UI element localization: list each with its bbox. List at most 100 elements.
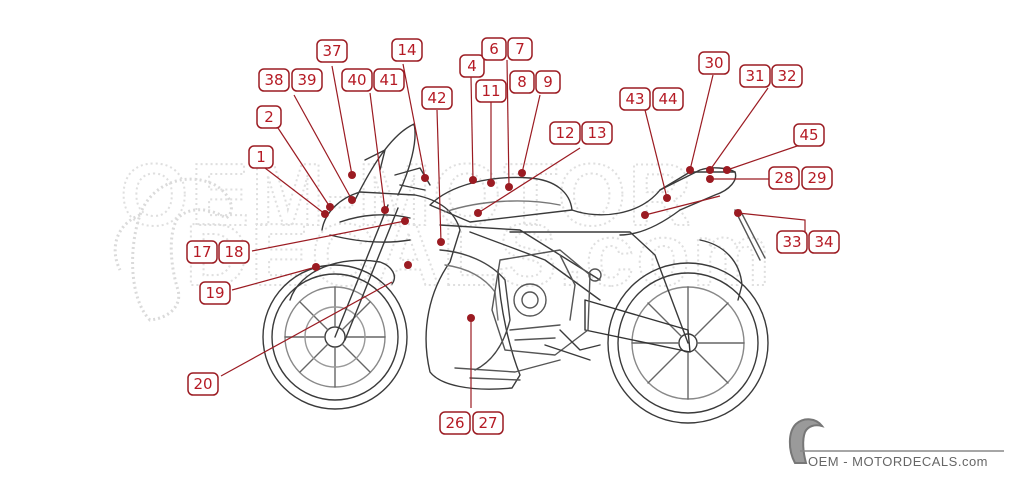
callout-28-29[interactable]: 28 29: [768, 166, 833, 190]
callout-45[interactable]: 45: [793, 123, 825, 147]
callout-label: 19: [205, 284, 224, 302]
callout-30[interactable]: 30: [698, 51, 730, 75]
target-dot: [312, 263, 320, 271]
target-dot: [469, 176, 477, 184]
frame: [439, 224, 689, 344]
callout-17-18[interactable]: 17 18: [186, 240, 250, 264]
target-dot: [487, 179, 495, 187]
windscreen: [354, 123, 416, 201]
callout-label: 44: [658, 90, 677, 108]
rear-set: [544, 329, 601, 361]
target-dot: [326, 203, 334, 211]
fairing-inner: [329, 214, 411, 243]
target-dot: [734, 209, 742, 217]
tail-unit: [659, 167, 736, 191]
callout-label: 45: [799, 126, 818, 144]
target-dot: [348, 171, 356, 179]
target-dots: [312, 166, 742, 322]
logo-text: OEM - MOTORDECALS.com: [808, 454, 988, 469]
front-fairing: [321, 191, 521, 390]
callout-label: 1: [256, 148, 266, 166]
callout-label: 7: [515, 40, 525, 58]
target-dot: [404, 261, 412, 269]
callout-37[interactable]: 37: [316, 39, 348, 63]
callout-label: 8: [517, 73, 527, 91]
toucan-bird-icon: [788, 418, 825, 464]
callout-label: 9: [543, 73, 553, 91]
target-dot: [663, 194, 671, 202]
callout-26-27[interactable]: 26 27: [439, 411, 504, 435]
callout-label: 27: [478, 414, 497, 432]
callout-label: 37: [322, 42, 341, 60]
callout-label: 17: [192, 243, 211, 261]
callout-label: 43: [625, 90, 644, 108]
target-dot: [348, 196, 356, 204]
callout-38-39[interactable]: 38 39: [258, 68, 323, 92]
callout-label: 39: [297, 71, 316, 89]
seat-tail: [571, 171, 737, 236]
target-dot: [467, 314, 475, 322]
side-panel: [439, 249, 511, 371]
target-dot: [381, 206, 389, 214]
callout-4[interactable]: 4: [459, 54, 485, 78]
rear-hugger: [699, 239, 743, 301]
callout-19[interactable]: 19: [199, 281, 231, 305]
target-dot: [706, 166, 714, 174]
callout-31-32[interactable]: 31 32: [739, 64, 803, 88]
front-wheel: [262, 264, 408, 410]
callout-42[interactable]: 42: [421, 86, 453, 110]
callout-label: 28: [774, 169, 793, 187]
callout-label: 26: [445, 414, 464, 432]
target-dot: [437, 238, 445, 246]
callout-8-9[interactable]: 8 9: [509, 70, 561, 94]
callout-label: 20: [193, 375, 212, 393]
target-dot: [706, 175, 714, 183]
watermark-text-bottom: DECALS.com: [185, 205, 772, 304]
callout-20[interactable]: 20: [187, 372, 219, 396]
target-dot: [321, 210, 329, 218]
callout-label: 6: [489, 40, 499, 58]
engine: [491, 249, 602, 356]
callout-1[interactable]: 1: [248, 145, 274, 169]
callout-label: 31: [745, 67, 764, 85]
fuel-tank: [429, 176, 573, 223]
callout-label: 38: [264, 71, 283, 89]
callout-12-13[interactable]: 12 13: [549, 121, 613, 145]
callout-14[interactable]: 14: [391, 38, 423, 62]
callout-label: 42: [427, 89, 446, 107]
target-dot: [505, 183, 513, 191]
target-dot: [518, 169, 526, 177]
callout-label: 40: [347, 71, 366, 89]
target-dot: [474, 209, 482, 217]
callout-6-7[interactable]: 6 7: [481, 37, 533, 61]
callout-label: 32: [777, 67, 796, 85]
callout-40-41[interactable]: 40 41: [341, 68, 405, 92]
callout-label: 13: [587, 124, 606, 142]
callout-label: 2: [264, 108, 274, 126]
brand-logo: OEM - MOTORDECALS.com: [788, 418, 1004, 469]
motorcycle-drawing: [262, 123, 769, 424]
callout-33-34[interactable]: 33 34: [776, 230, 840, 254]
target-dot: [641, 211, 649, 219]
callout-2[interactable]: 2: [256, 105, 282, 129]
callout-label: 30: [704, 54, 723, 72]
swingarm: [584, 299, 691, 353]
callout-label: 33: [782, 233, 801, 251]
callout-label: 12: [555, 124, 574, 142]
exhaust: [454, 359, 561, 381]
callout-43-44[interactable]: 43 44: [619, 87, 684, 111]
target-dot: [686, 166, 694, 174]
target-dot: [723, 166, 731, 174]
watermark-bird-icon: [113, 177, 233, 322]
callout-labels: 1 2 4 6 7 8 9 11: [186, 37, 840, 435]
target-dot: [401, 217, 409, 225]
callout-label: 14: [397, 41, 416, 59]
leader-lines: [220, 59, 806, 408]
callout-label: 34: [814, 233, 833, 251]
callout-11[interactable]: 11: [475, 79, 507, 103]
front-fork: [334, 204, 399, 341]
callout-label: 41: [379, 71, 398, 89]
target-dot: [421, 174, 429, 182]
